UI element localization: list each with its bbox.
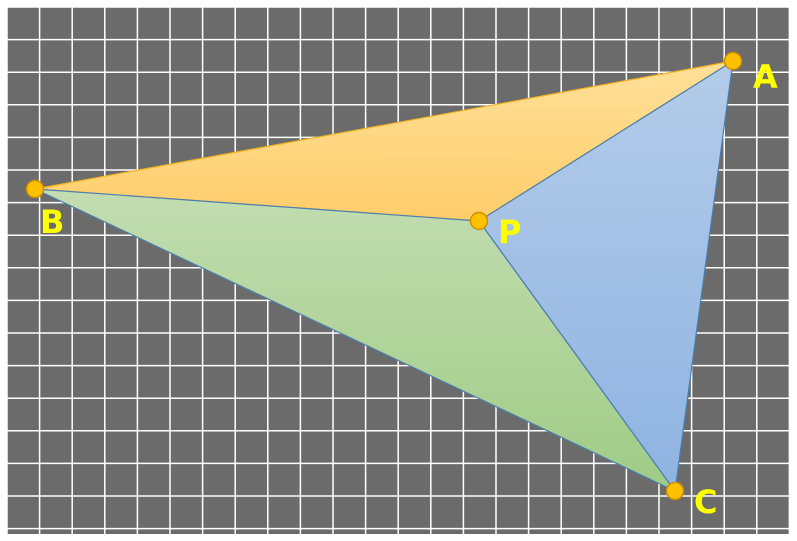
vertex-points — [25, 51, 743, 501]
label-p: P — [498, 213, 521, 251]
label-b: B — [40, 203, 64, 241]
point-c — [665, 481, 685, 501]
triangle-APC — [478, 60, 734, 492]
label-c: C — [694, 483, 717, 521]
point-a — [723, 51, 743, 71]
point-b — [25, 179, 45, 199]
vertex-labels: A B P C — [40, 58, 778, 521]
triangle-regions — [34, 60, 734, 492]
point-p — [469, 211, 489, 231]
label-a: A — [753, 58, 778, 96]
